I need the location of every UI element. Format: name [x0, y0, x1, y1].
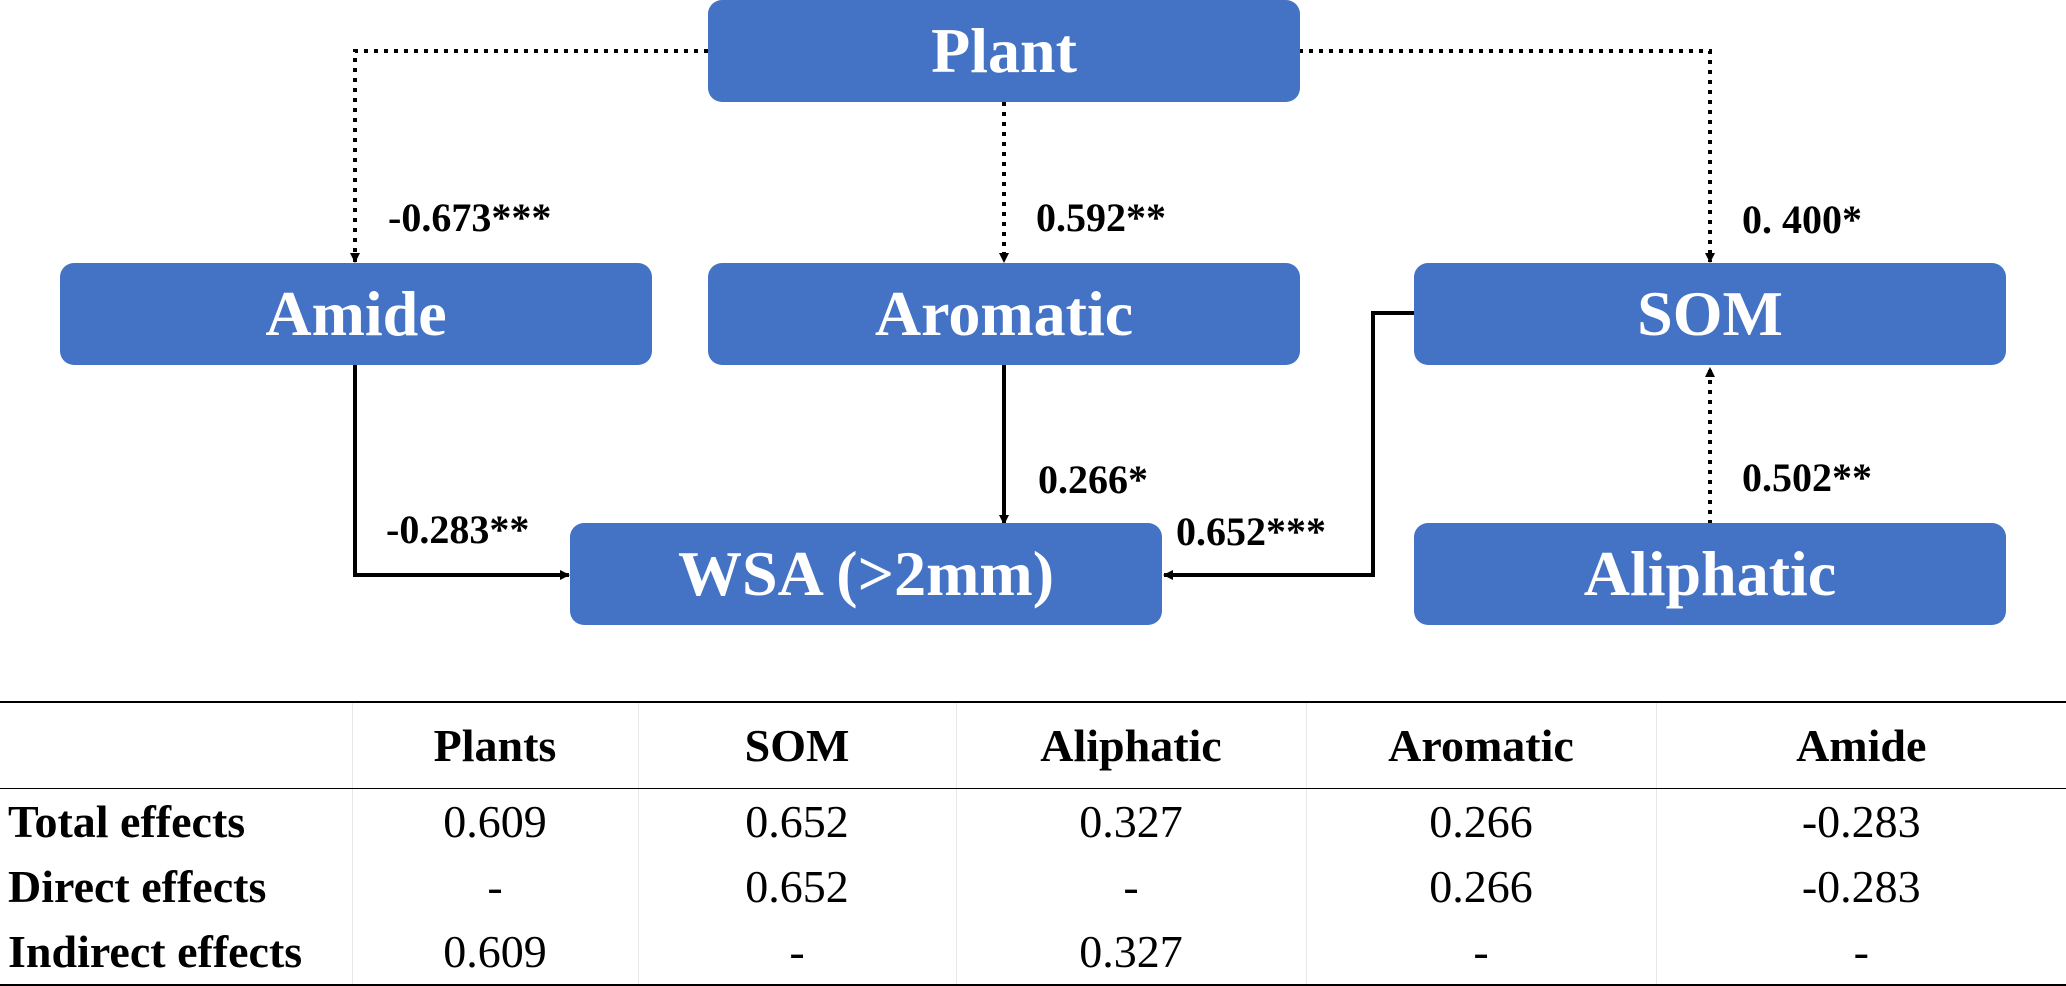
- table-cell: 0.609: [351, 919, 638, 985]
- table-cell: 0.652: [637, 854, 956, 919]
- table-cell: -: [1655, 919, 2066, 985]
- table-cell: -: [637, 919, 956, 985]
- coef-plant-som: 0. 400*: [1742, 197, 1862, 242]
- node-plant: Plant: [708, 0, 1300, 102]
- coef-amide-wsa: -0.283**: [386, 507, 530, 552]
- table-cell: -: [1305, 919, 1656, 985]
- table-header-row: Plants SOM Aliphatic Aromatic Amide: [0, 702, 2066, 789]
- header-cell-aliphatic: Aliphatic: [955, 702, 1306, 789]
- header-cell: [0, 702, 352, 789]
- node-wsa: WSA (>2mm): [570, 523, 1162, 625]
- node-aromatic: Aromatic: [708, 263, 1300, 365]
- node-amide: Amide: [60, 263, 652, 365]
- arrow-plant-amide: [350, 49, 708, 263]
- row-label: Indirect effects: [8, 925, 303, 977]
- header-cell-som: SOM: [637, 702, 956, 789]
- header-cell-amide: Amide: [1655, 702, 2066, 789]
- header-cell-plants: Plants: [351, 702, 638, 789]
- table-cell: -: [351, 854, 638, 919]
- coef-aromatic-wsa: 0.266*: [1038, 457, 1148, 502]
- table-cell: 0.327: [955, 919, 1306, 985]
- node-aliphatic: Aliphatic: [1414, 523, 2006, 625]
- node-som: SOM: [1414, 263, 2006, 365]
- row-label: Total effects: [8, 795, 246, 847]
- table-cell: 0.609: [351, 788, 638, 854]
- coef-plant-amide: -0.673***: [388, 195, 552, 240]
- table-cell: 0.266: [1305, 854, 1656, 919]
- coef-aliphatic-som: 0.502**: [1742, 455, 1872, 500]
- arrow-amide-wsa: [353, 365, 570, 580]
- table-cell: -0.283: [1655, 788, 2066, 854]
- row-label: Direct effects: [8, 860, 267, 912]
- table-cell: -0.283: [1655, 854, 2066, 919]
- arrow-som-wsa: [1163, 311, 1414, 580]
- path-arrows: [350, 49, 1715, 580]
- table-row: Direct effects - 0.652 - 0.266 -0.283: [0, 854, 2066, 919]
- path-diagram: Plant Amide Aromatic SOM WSA (>2mm) Alip…: [60, 0, 2006, 625]
- coef-som-wsa: 0.652***: [1176, 509, 1326, 554]
- table-cell: 0.327: [955, 788, 1306, 854]
- table-cell: 0.652: [637, 788, 956, 854]
- table-cell: -: [955, 854, 1306, 919]
- table-row: Indirect effects 0.609 - 0.327 - -: [0, 919, 2066, 985]
- effects-table: Plants SOM Aliphatic Aromatic Amide Tota…: [0, 701, 2066, 986]
- table-row: Total effects 0.609 0.652 0.327 0.266 -0…: [0, 788, 2066, 854]
- arrow-plant-som: [1299, 49, 1715, 263]
- table-cell: 0.266: [1305, 788, 1656, 854]
- coef-plant-aromatic: 0.592**: [1036, 195, 1166, 240]
- header-cell-aromatic: Aromatic: [1305, 702, 1656, 789]
